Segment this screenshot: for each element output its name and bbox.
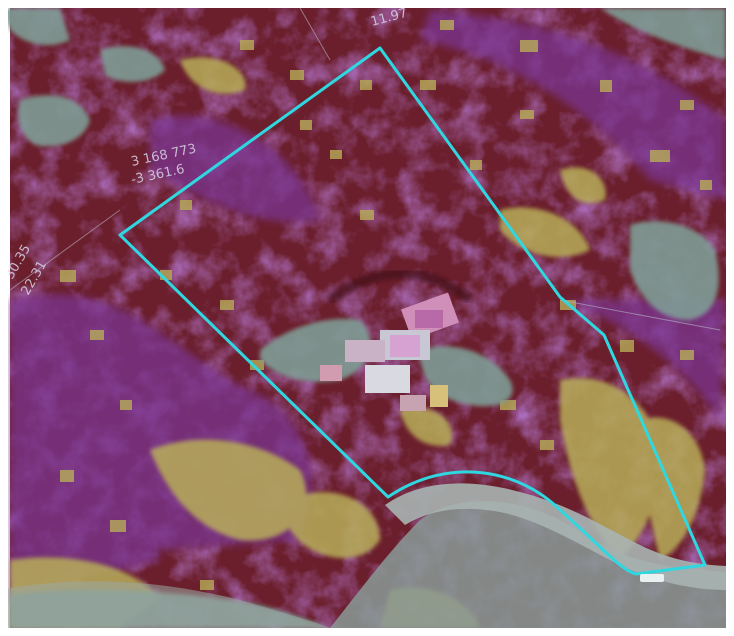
annotation-lines [9,7,721,331]
terrain-edge [327,268,474,305]
buildings [320,292,459,411]
parcel-boundary[interactable] [118,46,707,576]
grass-speckles [60,20,712,590]
road [0,483,726,628]
survey-marker [640,574,664,582]
